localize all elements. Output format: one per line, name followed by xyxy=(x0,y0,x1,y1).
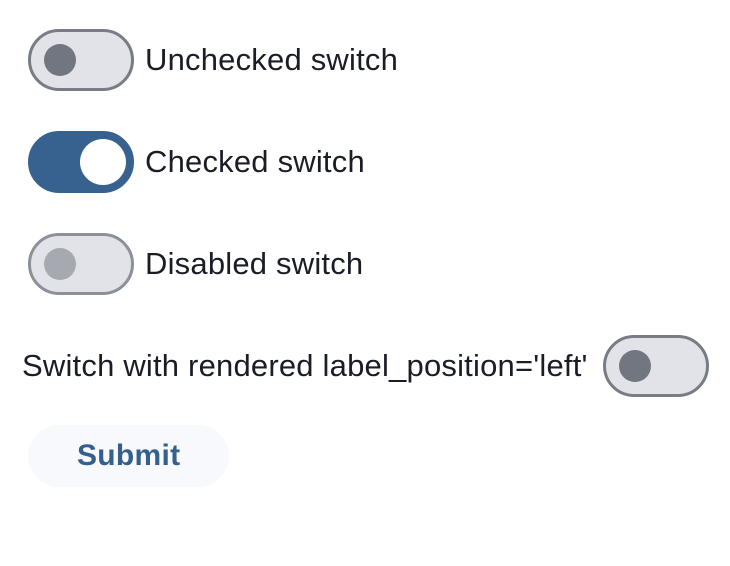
switch-row-checked: Checked switch xyxy=(28,131,710,193)
disabled-switch-toggle xyxy=(28,233,134,295)
switch-knob xyxy=(618,350,651,382)
switch-row-disabled: Disabled switch xyxy=(28,233,710,295)
unchecked-switch-toggle[interactable] xyxy=(28,29,134,91)
switch-label: Disabled switch xyxy=(145,246,364,282)
switch-row-label-left: Switch with rendered label_position='lef… xyxy=(22,335,710,397)
label-left-switch-toggle[interactable] xyxy=(602,335,709,397)
switch-label: Checked switch xyxy=(145,144,365,180)
switch-label: Unchecked switch xyxy=(145,42,399,78)
switch-knob xyxy=(44,44,76,76)
switch-knob xyxy=(80,139,126,185)
switch-knob xyxy=(44,248,76,280)
switch-row-unchecked: Unchecked switch xyxy=(28,29,710,91)
submit-button[interactable]: Submit xyxy=(28,425,230,487)
switch-label: Switch with rendered label_position='lef… xyxy=(22,348,588,384)
checked-switch-toggle[interactable] xyxy=(28,131,134,193)
